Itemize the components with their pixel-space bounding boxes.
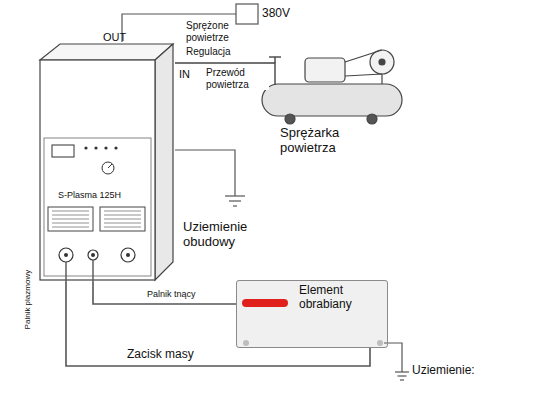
workpiece-ground xyxy=(384,343,409,380)
air-label: Sprężone powietrze xyxy=(186,20,246,43)
workpiece-bolt xyxy=(243,340,249,346)
port-label: OUT xyxy=(103,31,126,44)
plasma-cutter: S-Plasma 125H xyxy=(38,42,175,282)
case-ground xyxy=(175,150,245,206)
torch xyxy=(242,299,288,307)
ground-label: Uziemienie: xyxy=(412,364,475,378)
cable xyxy=(93,282,236,304)
power-box xyxy=(236,4,258,24)
machine-housing xyxy=(38,42,175,282)
cable-label: Przewód powietrza xyxy=(205,67,269,90)
port-label: IN xyxy=(179,68,190,81)
cable xyxy=(175,62,258,63)
node-text: S-Plasma 125H xyxy=(58,190,148,200)
workpiece: Element obrabiany xyxy=(236,280,388,348)
node-text: Element obrabiany xyxy=(299,284,385,312)
regulator-label: Regulacja xyxy=(186,46,230,58)
workpiece-fill xyxy=(236,280,388,348)
ground-label: Uziemienie obudowy xyxy=(183,220,265,250)
workpiece-bolt xyxy=(377,340,383,346)
cable-label: Zacisk masy xyxy=(126,348,195,362)
voltage-label: 380V xyxy=(262,7,290,21)
node-text: Sprężarka powietrza xyxy=(280,126,372,156)
air-compressor: Sprężarka powietrza xyxy=(258,40,408,159)
cable-label: Palnik tnący xyxy=(146,289,197,299)
compressor-drawing xyxy=(262,50,402,124)
torch-label: Palnik plazmowy xyxy=(23,266,32,334)
